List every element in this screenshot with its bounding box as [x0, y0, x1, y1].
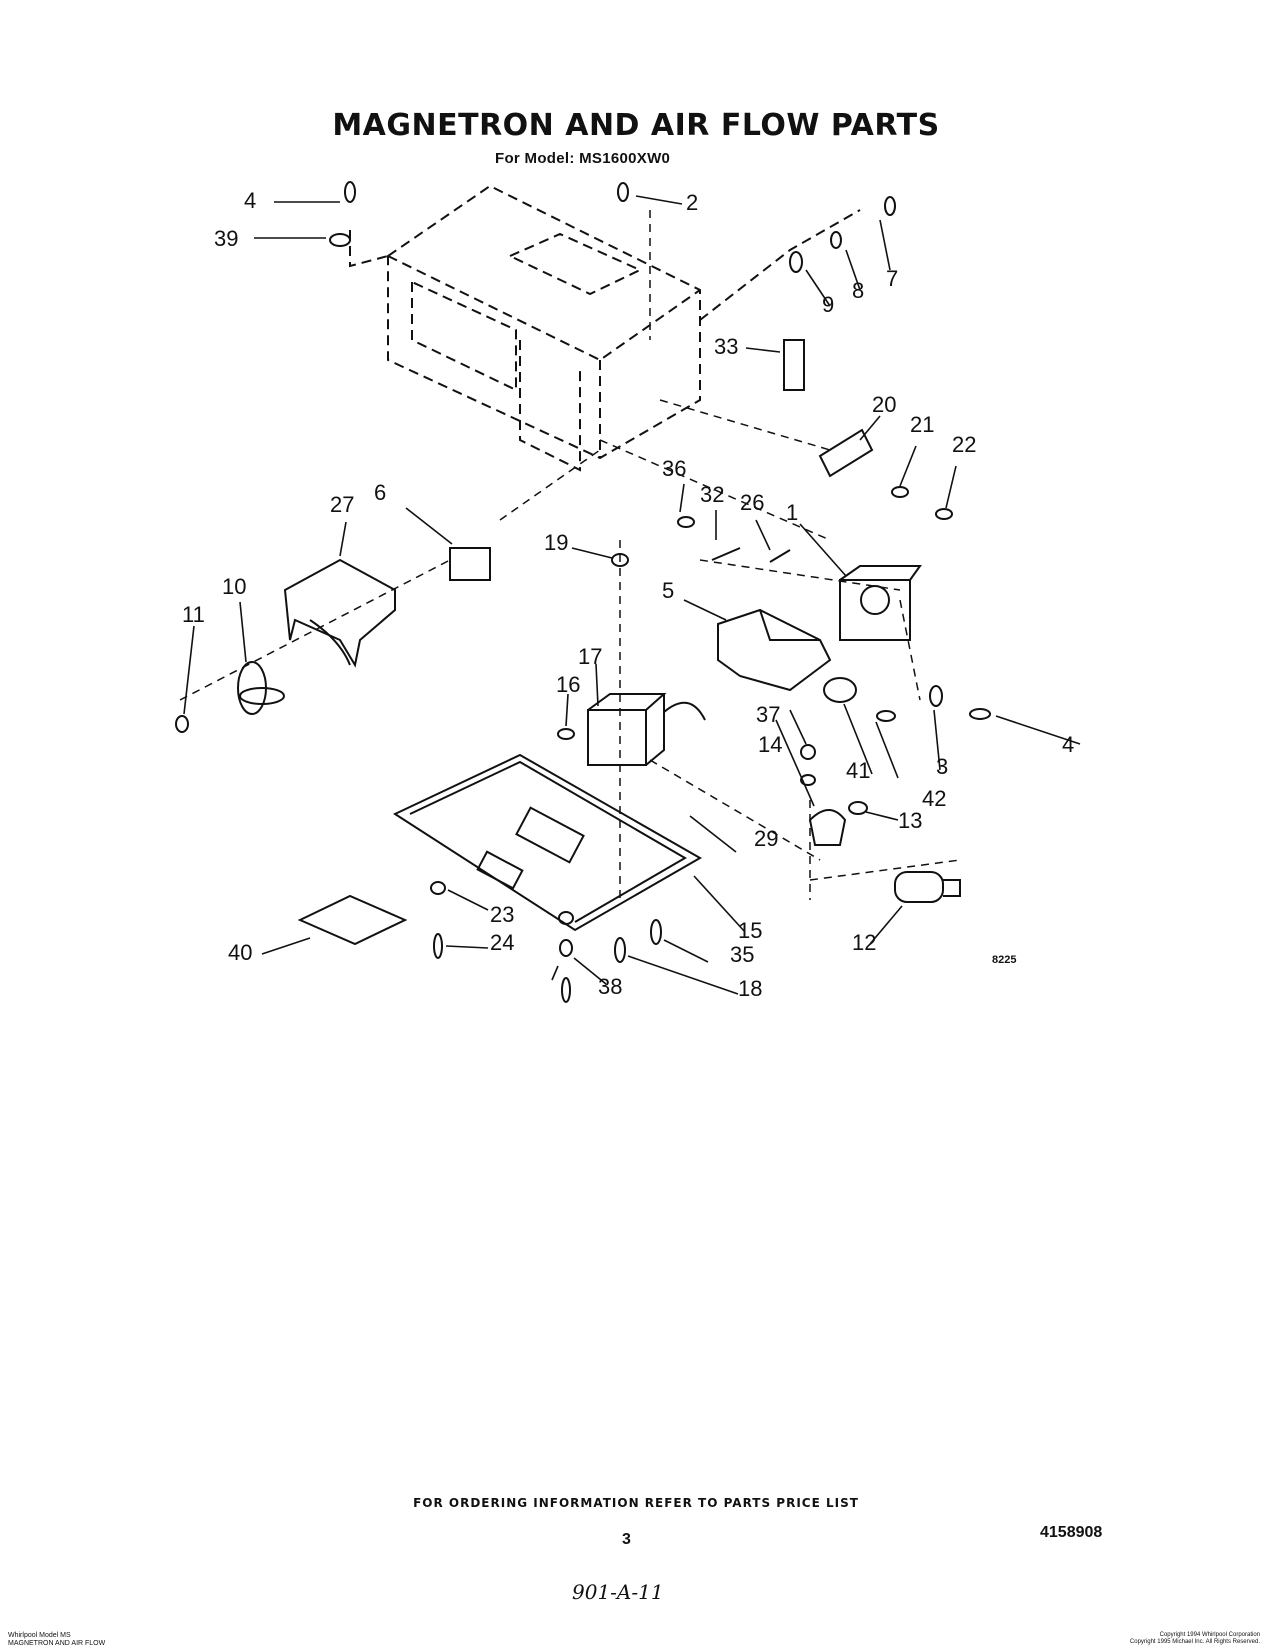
- callout-14: 14: [758, 732, 782, 757]
- callout-10: 10: [222, 574, 246, 599]
- handwritten-note: 901-A-11: [572, 1580, 664, 1604]
- callout-7: 7: [886, 266, 898, 291]
- ordering-note: FOR ORDERING INFORMATION REFER TO PARTS …: [413, 1496, 859, 1510]
- callout-4-2: 4: [1062, 732, 1074, 757]
- waveguide-cover-part: [297, 894, 408, 946]
- footnote-left: Whirlpool Model MS MAGNETRON AND AIR FLO…: [8, 1632, 105, 1648]
- callout-21: 21: [910, 412, 934, 437]
- model-subtitle: For Model: MS1600XW0: [495, 150, 671, 167]
- callout-41: 41: [846, 758, 870, 783]
- callout-29: 29: [754, 826, 778, 851]
- callout-42: 42: [922, 786, 946, 811]
- callout-5: 5: [662, 578, 674, 603]
- page-title: MAGNETRON AND AIR FLOW PARTS: [332, 108, 940, 143]
- footnote-right-line1: Copyright 1994 Whirlpool Corporation: [1159, 1632, 1260, 1638]
- callout-33: 33: [714, 334, 738, 359]
- callout-27: 27: [330, 492, 354, 517]
- footnote-left-line2: MAGNETRON AND AIR FLOW: [8, 1640, 106, 1647]
- callout-2: 2: [686, 190, 698, 215]
- callout-13: 13: [898, 808, 922, 833]
- callout-16: 16: [556, 672, 580, 697]
- callout-1: 1: [786, 500, 798, 525]
- transformer-part: [587, 693, 706, 766]
- thermal-cutout-part: [449, 547, 491, 581]
- callout-37: 37: [756, 702, 780, 727]
- fan-bracket-part: [283, 558, 396, 668]
- callout-17: 17: [578, 644, 602, 669]
- callout-4: 4: [244, 188, 256, 213]
- hardware-parts: [175, 181, 991, 1003]
- fan-blade-part: [237, 661, 285, 715]
- capacitor-part: [894, 871, 961, 903]
- callout-35: 35: [730, 942, 754, 967]
- callout-40: 40: [228, 940, 252, 965]
- air-duct-part: [717, 608, 832, 692]
- callout-9: 9: [822, 292, 834, 317]
- guide-lines: [179, 210, 961, 900]
- callout-11: 11: [182, 602, 205, 627]
- callout-18: 18: [738, 976, 762, 1001]
- page-number: 3: [622, 1531, 631, 1548]
- callout-6: 6: [374, 480, 386, 505]
- callout-38: 38: [598, 974, 622, 999]
- base-plate-part: [392, 753, 703, 932]
- callout-19: 19: [544, 530, 568, 555]
- callout-3: 3: [936, 754, 948, 779]
- callout-12: 12: [852, 930, 876, 955]
- callout-20: 20: [872, 392, 896, 417]
- callout-36: 36: [662, 456, 686, 481]
- footnote-right: Copyright 1994 Whirlpool Corporation Cop…: [1130, 1632, 1260, 1646]
- footnote-right-line2: Copyright 1995 Michael Inc. All Rights R…: [1129, 1639, 1260, 1645]
- callout-leaders: [183, 195, 1081, 995]
- magnetron-part: [839, 565, 922, 641]
- diagram-code: 8225: [992, 954, 1017, 966]
- callout-26: 26: [740, 490, 764, 515]
- callout-8: 8: [852, 278, 864, 303]
- callout-15: 15: [738, 918, 762, 943]
- callout-23: 23: [490, 902, 514, 927]
- oven-cavity-wrapper: [349, 184, 861, 472]
- callout-39: 39: [214, 226, 238, 251]
- document-number: 4158908: [1040, 1524, 1103, 1541]
- footnote-left-line1: Whirlpool Model MS: [8, 1632, 71, 1639]
- callout-22: 22: [952, 432, 976, 457]
- callout-24: 24: [490, 930, 514, 955]
- callout-32: 32: [700, 482, 724, 507]
- capacitor-clamp-part: [808, 809, 847, 846]
